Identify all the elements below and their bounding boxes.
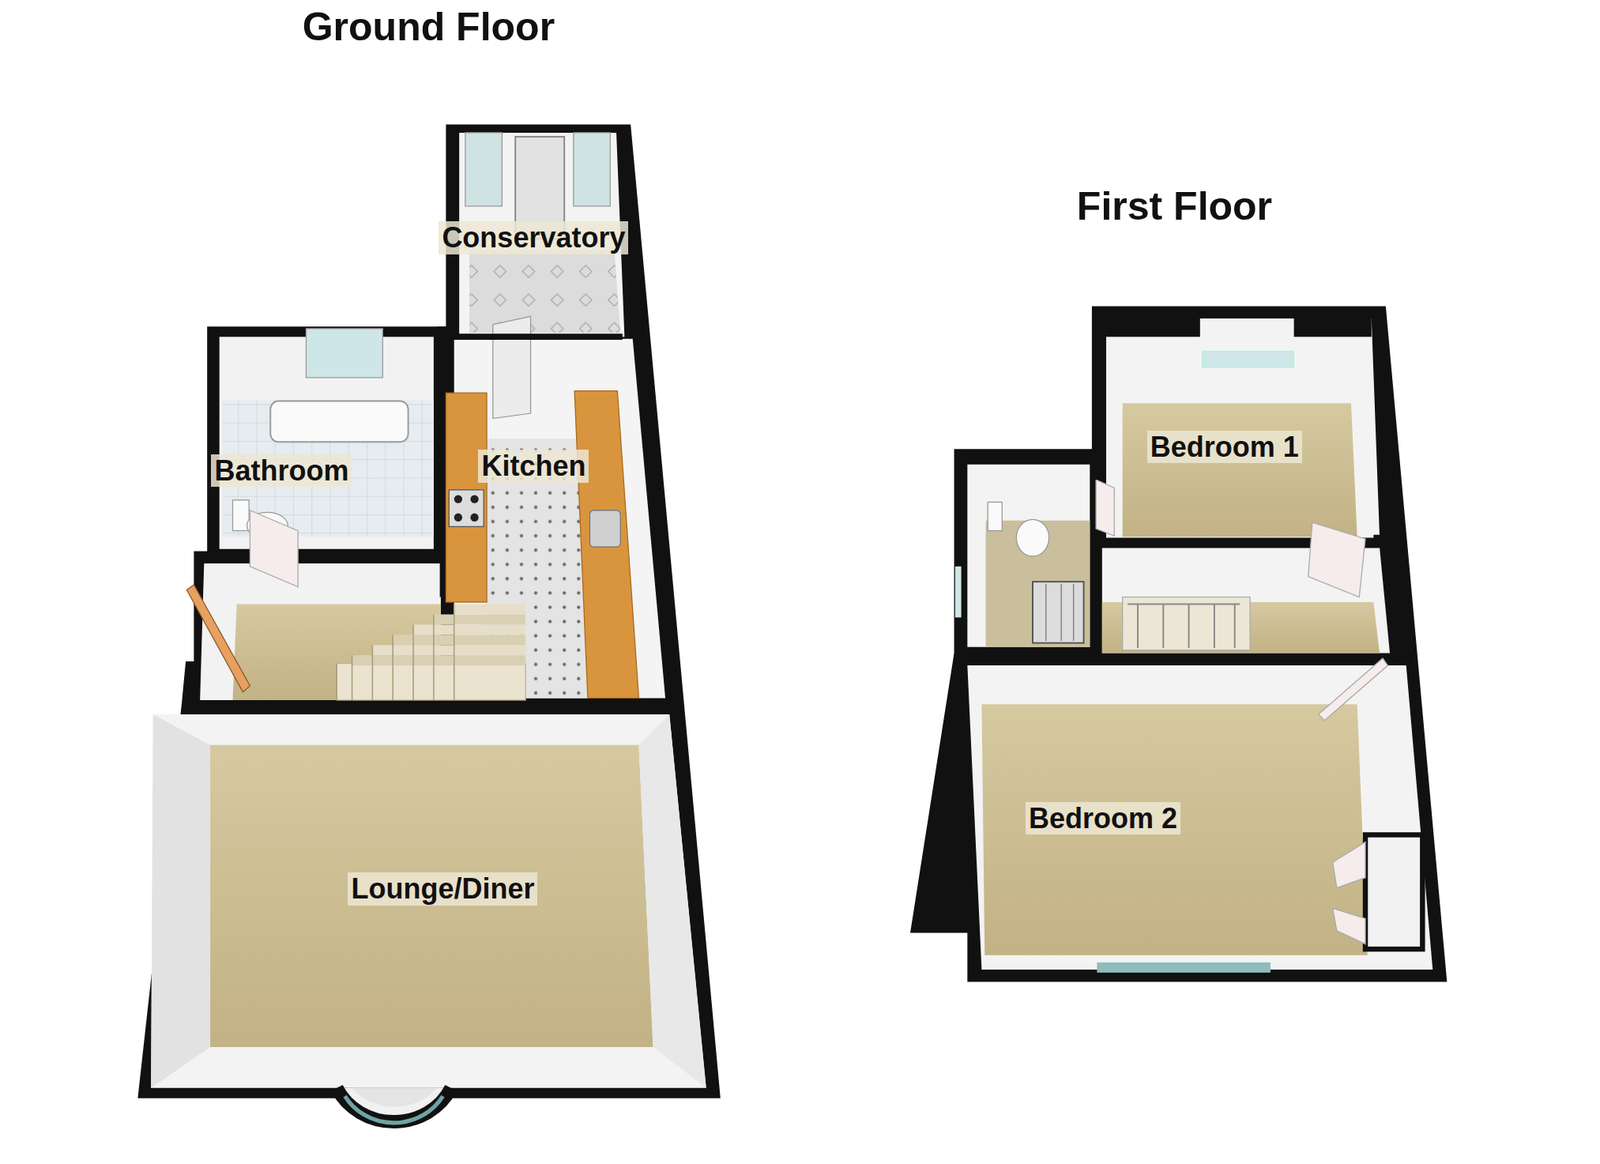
ensuite-walls [967, 464, 1090, 648]
stair-well [1122, 597, 1250, 651]
window [573, 132, 610, 207]
wall-shade [150, 714, 211, 1088]
cupboard [1365, 834, 1423, 949]
room-name: Bedroom 1 [1150, 430, 1299, 464]
floor-title: Ground Floor [302, 4, 555, 51]
bay-floor [352, 1088, 437, 1107]
counter [445, 392, 487, 603]
plan-drawing [137, 124, 1447, 1123]
door [1332, 841, 1366, 888]
tiled-floor [469, 249, 621, 333]
hob-ring [454, 513, 463, 522]
outer-wall [910, 305, 1447, 982]
bedroom-floor [1122, 402, 1358, 537]
hob-ring [470, 494, 479, 503]
internal-wall [301, 550, 441, 561]
front-door [186, 584, 250, 693]
room-name: Kitchen [481, 449, 586, 482]
outer-wall [137, 124, 720, 1099]
hob [448, 489, 484, 527]
lounge-walls [150, 714, 707, 1088]
bedroom-walls [967, 665, 1433, 970]
bath [270, 401, 408, 443]
lounge-floor [210, 745, 654, 1047]
hob-ring [454, 494, 463, 503]
door [493, 316, 531, 418]
room-label: Kitchen [478, 449, 589, 482]
room-name: Bathroom [214, 454, 349, 487]
internal-wall [954, 654, 1327, 665]
door [249, 510, 298, 588]
door [1308, 522, 1366, 597]
counter [574, 391, 639, 699]
hob-ring [470, 513, 479, 522]
room-label: Bedroom 1 [1147, 430, 1303, 464]
room-label: Bedroom 2 [1025, 801, 1181, 835]
room-name: Conservatory [441, 221, 625, 254]
wall-shade [638, 714, 706, 1088]
wall-notch [1106, 318, 1201, 337]
door [1095, 479, 1115, 536]
window [955, 566, 962, 618]
banister [1127, 604, 1240, 649]
window [1201, 350, 1294, 368]
shower [1032, 581, 1085, 643]
bedroom-floor [981, 704, 1367, 956]
room-name: Bedroom 2 [1028, 801, 1178, 835]
wall-notch [1294, 318, 1372, 337]
room-name: Lounge/Diner [350, 872, 535, 905]
room-label: Bathroom [210, 454, 352, 487]
shower-screen [1046, 583, 1074, 641]
window [1096, 962, 1271, 973]
room-label: Conservatory [438, 221, 629, 254]
internal-wall [440, 387, 445, 598]
internal-wall [437, 326, 446, 388]
stairs [336, 604, 526, 701]
room-label: Lounge/Diner [347, 872, 538, 905]
bedroom-walls [1106, 318, 1380, 539]
floor-title: First Floor [1076, 184, 1273, 230]
door [1318, 658, 1389, 721]
internal-wall [188, 700, 674, 712]
internal-wall [1373, 534, 1390, 543]
toilet [987, 501, 1002, 531]
internal-wall [1095, 538, 1309, 547]
window [465, 132, 502, 207]
ground-floor [137, 124, 720, 1123]
sink [589, 510, 621, 547]
internal-wall [448, 333, 623, 340]
first-floor [910, 305, 1447, 982]
door [1332, 907, 1366, 944]
internal-wall [1091, 448, 1100, 653]
toilet [1016, 519, 1049, 556]
window [305, 328, 383, 378]
